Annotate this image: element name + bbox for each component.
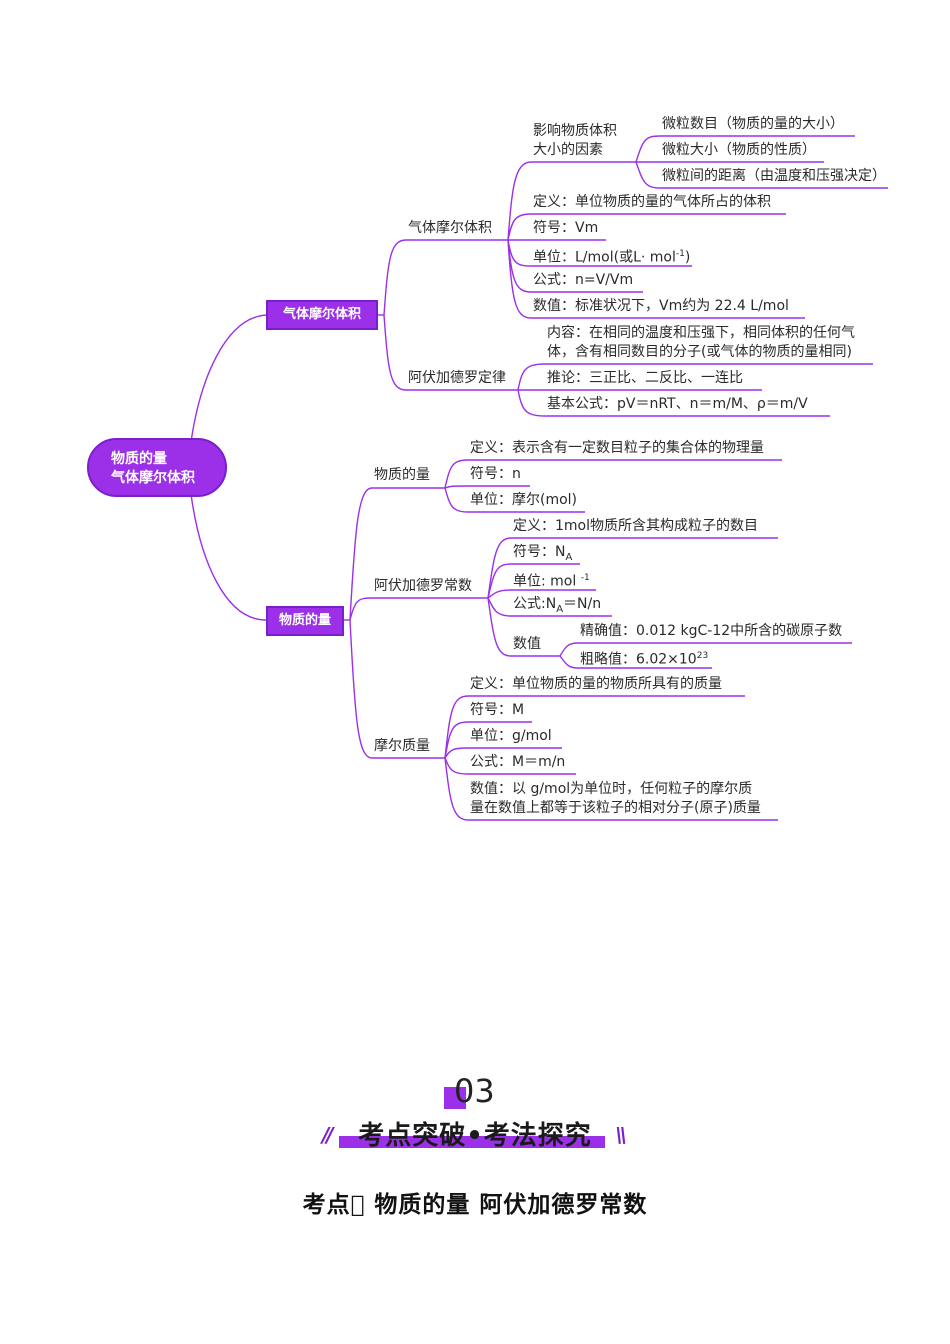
amount-definition: 定义：表示含有一定数目粒子的集合体的物理量 [470,440,764,456]
formula-text: 公式:N [513,596,557,612]
mind-map-connectors [190,135,888,821]
amount-symbol: 符号：n [470,466,521,482]
unit-text: 单位: mol [513,573,581,590]
molar-volume-definition: 定义：单位物质的量的气体所占的体积 [533,194,771,210]
factors-line1: 影响物质体积 [533,123,617,139]
formula-rest: ＝N/n [563,596,602,612]
unit-exponent: -1 [675,249,685,259]
section-number-accent [444,1087,466,1109]
root-line1: 物质的量 [111,451,167,467]
symbol-subscript: A [565,551,573,563]
branch-gas-box: 气体摩尔体积 [266,300,378,330]
approx-text: 粗略值：6.02×10 [580,651,697,668]
banner-title: 考点突破•考法探究 [358,1121,592,1151]
unit-text: 单位：L/mol(或L· mol [533,249,676,266]
avogadro-const-approx: 粗略值：6.02×1023 [580,647,708,670]
unit-close: ) [684,249,691,266]
molar-mass-unit: 单位：g/mol [470,728,552,744]
content-line1: 内容：在相同的温度和压强下，相同体积的任何气 [547,325,855,341]
avogadro-law-formula: 基本公式：pV＝nRT、n＝m/M、ρ＝m/V [547,396,808,412]
factor-item: 微粒数目（物质的量的大小） [662,116,844,132]
root-node: 物质的量 气体摩尔体积 [87,438,227,497]
value-line2: 量在数值上都等于该粒子的相对分子(原子)质量 [470,800,761,816]
avogadro-const-definition: 定义：1mol物质所含其构成粒子的数目 [513,518,758,534]
molar-volume-unit: 单位：L/mol(或L· mol-1) [533,245,690,268]
amount-unit: 单位：摩尔(mol) [470,492,578,508]
molar-mass-formula: 公式：M＝m/n [470,754,566,770]
unit-exponent: -1 [580,573,590,583]
factor-item: 微粒大小（物质的性质） [662,142,816,158]
section-heading: 考点  物质的量 阿伏加德罗常数 [302,1192,648,1218]
avogadro-law-content: 内容：在相同的温度和压强下，相同体积的任何气 体，含有相同数目的分子(或气体的物… [547,324,855,362]
node-molar-volume: 气体摩尔体积 [408,220,492,236]
node-avogadro-constant: 阿伏加德罗常数 [374,578,472,594]
molar-volume-formula: 公式：n=V/Vm [533,272,634,288]
molar-mass-value: 数值：以 g/mol为单位时，任何粒子的摩尔质 量在数值上都等于该粒子的相对分子… [470,780,761,818]
banner-slash-right: \\ [615,1123,626,1147]
factor-item: 微粒间的距离（由温度和压强决定） [662,168,886,184]
avogadro-const-symbol: 符号：NA [513,543,572,567]
node-avogadro-law: 阿伏加德罗定律 [408,370,506,386]
factors-line2: 大小的因素 [533,142,603,158]
banner-slash-left: // [322,1123,333,1147]
section-banner: // \\ 考点突破•考法探究 [322,1113,628,1153]
avogadro-const-formula: 公式:NA＝N/n [513,595,601,619]
branch-amount-box: 物质的量 [266,606,344,636]
value-line1: 数值：以 g/mol为单位时，任何粒子的摩尔质 [470,781,753,797]
node-amount: 物质的量 [374,467,430,483]
node-factors: 影响物质体积 大小的因素 [533,122,617,160]
molar-mass-symbol: 符号：M [470,702,525,718]
root-line2: 气体摩尔体积 [111,470,195,486]
approx-exponent: 23 [696,651,709,661]
connector-root-amount [190,493,267,621]
connector-root-gas [190,314,267,443]
content-line2: 体，含有相同数目的分子(或气体的物质的量相同) [547,344,852,360]
avogadro-const-value: 数值 [513,636,541,652]
avogadro-law-inference: 推论：三正比、二反比、一连比 [547,370,743,386]
symbol-text: 符号：N [513,544,566,560]
banner-highlight [339,1136,605,1148]
avogadro-const-unit: 单位: mol -1 [513,569,590,592]
molar-volume-value: 数值：标准状况下，Vm约为 22.4 L/mol [533,298,789,314]
section-number-text: 03 [454,1072,495,1110]
section-number: 03 [444,1072,514,1112]
avogadro-const-exact: 精确值：0.012 kgC-12中所含的碳原子数 [580,623,843,639]
formula-subscript: A [556,603,564,615]
molar-mass-definition: 定义：单位物质的量的物质所具有的质量 [470,676,722,692]
node-molar-mass: 摩尔质量 [374,738,430,754]
molar-volume-symbol: 符号：Vm [533,220,599,236]
